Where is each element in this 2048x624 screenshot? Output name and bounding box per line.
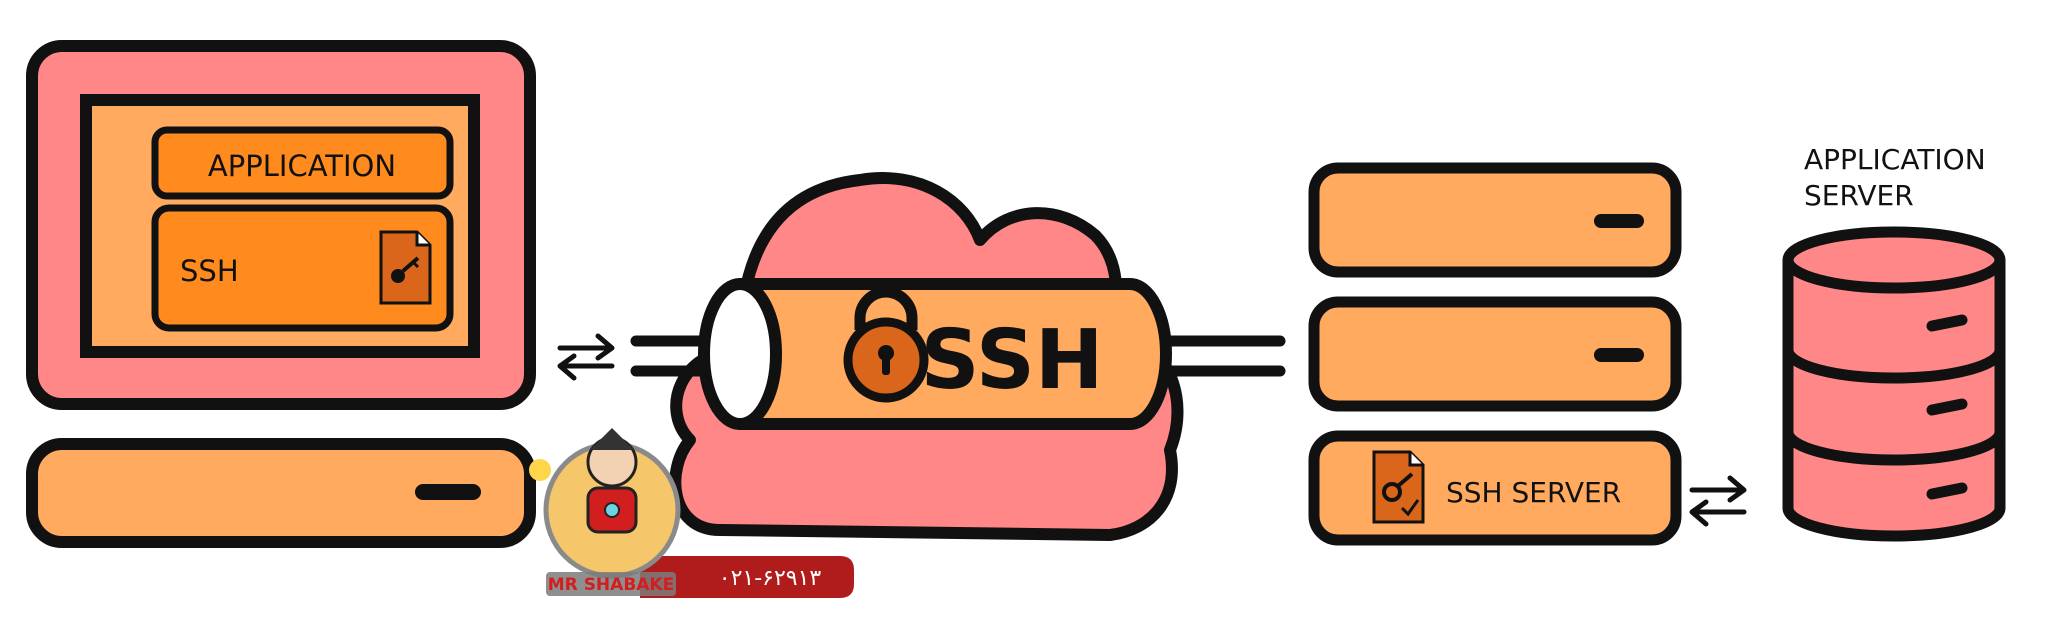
server-rack: SSH SERVER bbox=[1308, 162, 1682, 546]
server-unit-1 bbox=[1308, 162, 1682, 278]
bidirectional-arrow-icon bbox=[557, 333, 615, 381]
bidirectional-arrow-icon bbox=[1689, 475, 1747, 527]
application-box bbox=[151, 126, 454, 200]
database-label-line1: APPLICATION bbox=[1804, 143, 1986, 176]
watermark-logo-text: MR SHABAKE bbox=[548, 575, 674, 595]
lock-icon bbox=[843, 286, 929, 403]
ssh-tunnel: SSH bbox=[698, 278, 1172, 430]
brand-watermark: ۰۲۱-۶۲۹۱۳ MR SHABAKE bbox=[529, 428, 854, 598]
server-unit-2-slot bbox=[1594, 348, 1644, 362]
tunnel-label: SSH bbox=[920, 313, 1103, 408]
application-label: APPLICATION bbox=[208, 149, 396, 183]
ssh-server-label: SSH SERVER bbox=[1446, 476, 1621, 509]
client-computer: APPLICATION SSH bbox=[26, 40, 536, 548]
tunnel-opening bbox=[698, 278, 782, 430]
computer-base-slot bbox=[415, 484, 481, 500]
tunnel-pipe-right bbox=[1164, 335, 1286, 377]
application-server-database: APPLICATION SERVER bbox=[1782, 143, 2006, 542]
computer-base bbox=[26, 438, 536, 548]
watermark-phone: ۰۲۱-۶۲۹۱۳ bbox=[719, 566, 822, 591]
server-unit-2 bbox=[1308, 296, 1682, 412]
ssh-client-label: SSH bbox=[180, 254, 239, 288]
database-label-line2: SERVER bbox=[1804, 179, 1914, 212]
verified-key-document-icon bbox=[1372, 450, 1425, 524]
key-document-icon bbox=[379, 230, 432, 305]
ssh-client-box bbox=[151, 204, 454, 332]
server-unit-1-slot bbox=[1594, 214, 1644, 228]
